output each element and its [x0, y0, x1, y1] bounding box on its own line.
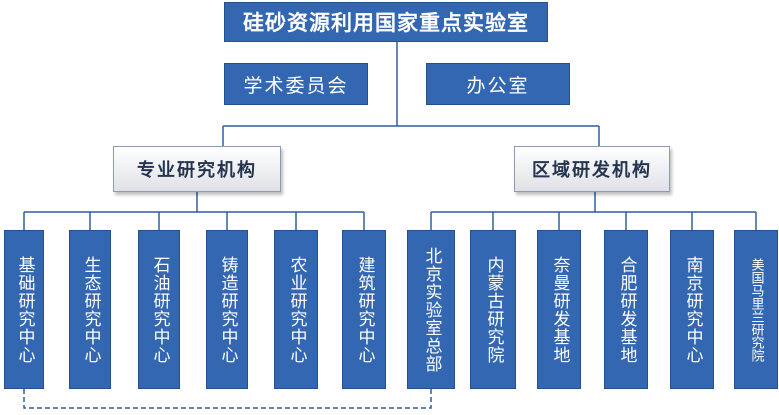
leaf-construction-research-center: 建筑研究中心 [342, 230, 386, 389]
leaf-nanjing-research-center: 南京研究中心 [670, 230, 714, 389]
category-regional-rd: 区域研发机构 [514, 146, 670, 192]
academic-committee-box: 学术委员会 [224, 63, 368, 105]
leaf-agriculture-research-center: 农业研究中心 [274, 230, 318, 389]
leaf-basic-research-center: 基础研究中心 [4, 230, 44, 389]
leaf-maryland-institute: 美国马里兰研究院 [734, 230, 778, 389]
leaf-inner-mongolia-institute: 内蒙古研究院 [470, 230, 516, 389]
leaf-ecology-research-center: 生态研究中心 [69, 230, 111, 389]
leaf-petroleum-research-center: 石油研究中心 [138, 230, 180, 389]
leaf-naiman-rd-base: 奈曼研发基地 [537, 230, 581, 389]
leaf-casting-research-center: 铸造研究中心 [206, 230, 248, 389]
leaf-beijing-lab-hq: 北京实验室总部 [407, 230, 455, 389]
office-box: 办公室 [426, 63, 570, 105]
category-professional-research: 专业研究机构 [113, 146, 281, 192]
dashed-link [23, 389, 432, 409]
lab-title: 硅砂资源利用国家重点实验室 [224, 2, 548, 42]
leaf-hefei-rd-base: 合肥研发基地 [604, 230, 648, 389]
